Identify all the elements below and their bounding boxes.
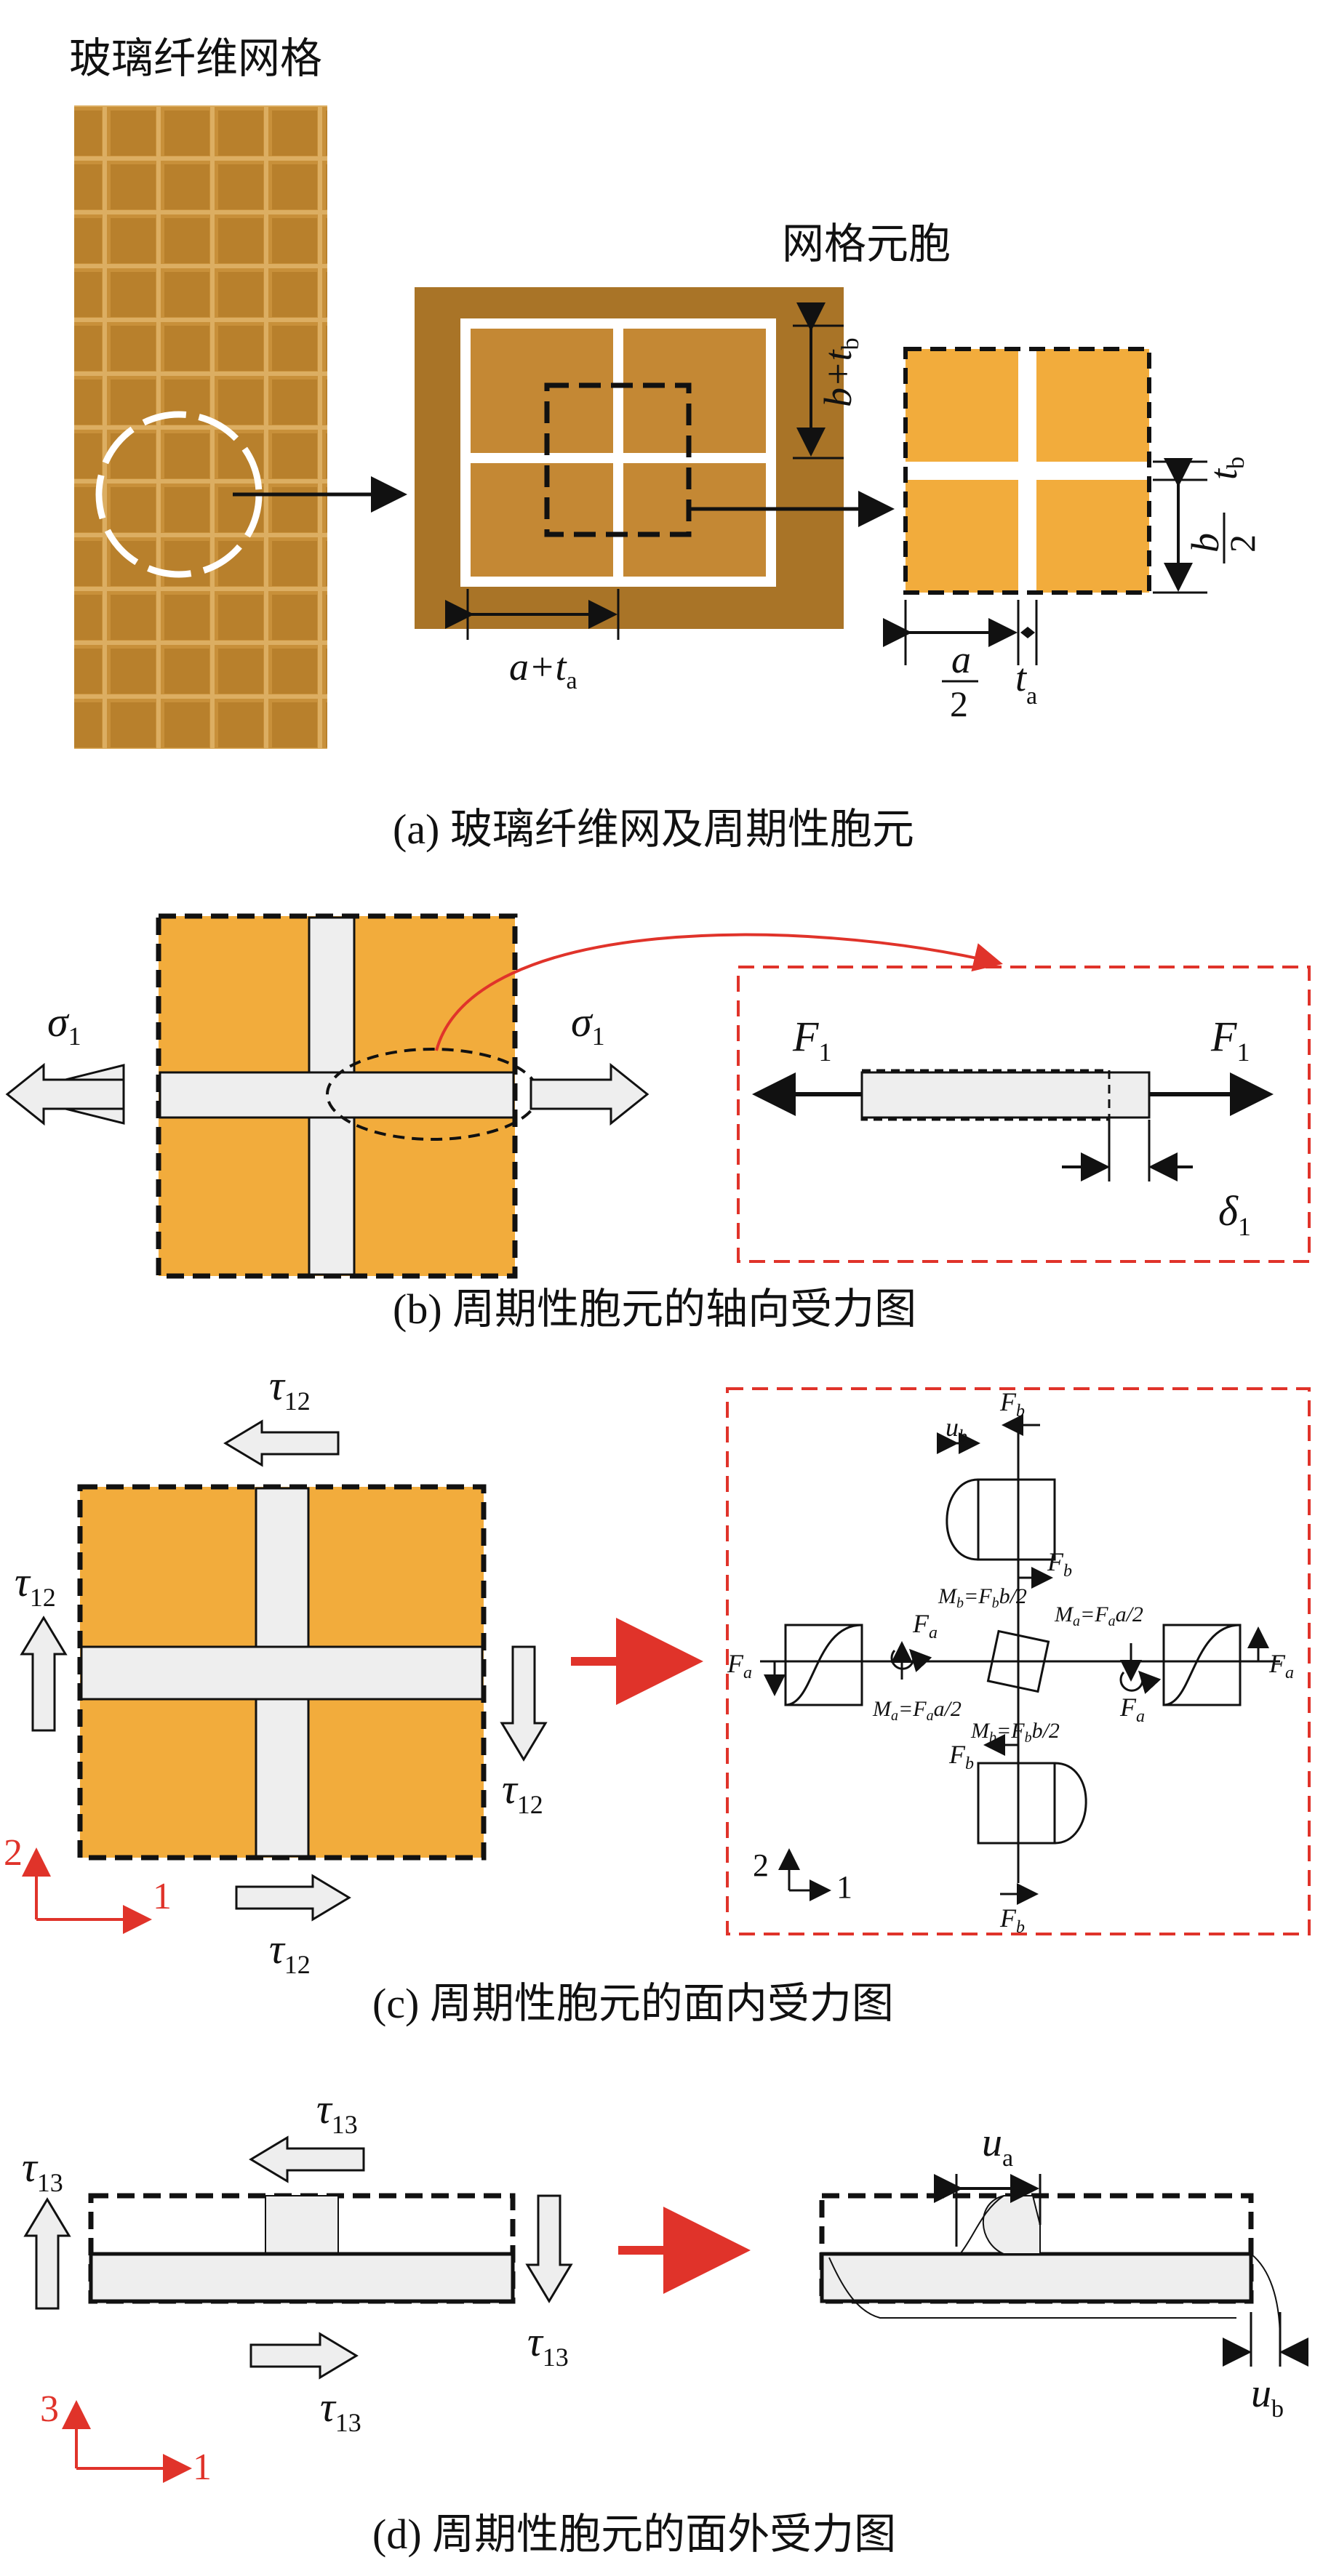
fa-left: Fa xyxy=(727,1649,752,1682)
label-mesh: 玻璃纤维网格 xyxy=(69,33,322,83)
force-f1-left: F1 xyxy=(792,1013,831,1067)
fb-top: Fb xyxy=(999,1387,1025,1421)
ua-label: ua xyxy=(982,2120,1013,2172)
fiberglass-mesh-photo xyxy=(74,105,327,749)
fa-right: Fa xyxy=(1268,1649,1294,1682)
tau13-top: τ13 xyxy=(316,2085,358,2139)
dim-b-half: b 2 xyxy=(1183,513,1263,563)
fb-lower-left: Fb xyxy=(948,1740,974,1773)
panel-c: τ12 τ12 τ12 τ12 2 1 xyxy=(4,1362,1311,2027)
svg-text:b: b xyxy=(1183,533,1227,553)
dim-ta: ta xyxy=(1015,656,1037,710)
panel-a: 玻璃纤维网格 网格元胞 b+tb a+ta tb xyxy=(69,33,1263,853)
panel-d: τ13 τ13 τ13 τ13 3 1 ua ub (d) 周期性胞元的面外受力… xyxy=(22,2085,1308,2558)
sigma-right: σ1 xyxy=(571,998,605,1051)
unit-cell-outline xyxy=(544,382,692,537)
tau13-arrow-right xyxy=(525,2194,573,2303)
sigma-left: σ1 xyxy=(47,998,81,1051)
free-body-diagram xyxy=(760,1414,1280,1905)
delta-label: δ1 xyxy=(1218,1187,1251,1241)
dim-a-ta: a+ta xyxy=(509,645,577,694)
dim-a-half: a 2 xyxy=(942,638,978,724)
tau-bottom: τ12 xyxy=(269,1925,311,1979)
sigma-arrow-right xyxy=(529,1062,649,1126)
detail-axis-1: 1 xyxy=(836,1869,852,1905)
tau13-arrow-top xyxy=(249,2135,365,2183)
moment-ma-upper: Ma=Faa/2 xyxy=(1054,1602,1143,1629)
label-cell: 网格元胞 xyxy=(782,219,951,268)
detail-box-b xyxy=(737,966,1311,1263)
dim-b-tb: b+tb xyxy=(816,338,864,407)
svg-text:2: 2 xyxy=(1222,534,1263,553)
deformed-strip xyxy=(820,2252,1253,2303)
dim-tb: tb xyxy=(1202,457,1250,480)
tau-top: τ12 xyxy=(269,1362,311,1416)
caption-a: (a) 玻璃纤维网及周期性胞元 xyxy=(393,806,914,853)
tau13-right: τ13 xyxy=(527,2318,569,2372)
sigma-arrow-left xyxy=(5,1062,125,1126)
tau13-bottom: τ13 xyxy=(320,2383,361,2437)
axis-2-label: 2 xyxy=(4,1832,23,1874)
caption-c: (c) 周期性胞元的面内受力图 xyxy=(372,1980,894,2027)
tau-arrow-top xyxy=(223,1419,340,1467)
tau-left: τ12 xyxy=(15,1558,56,1612)
fb-bottom: Fb xyxy=(999,1903,1025,1937)
tau13-left: τ13 xyxy=(22,2143,63,2197)
ub-label-d: ub xyxy=(1251,2371,1284,2423)
axis-3-label: 3 xyxy=(40,2388,59,2430)
moment-ma-lower: Ma=Faa/2 xyxy=(872,1697,962,1724)
tau-arrow-bottom xyxy=(235,1874,351,1922)
strip-element xyxy=(860,1071,1151,1119)
axis-1-label-d: 1 xyxy=(193,2447,212,2488)
moment-mb-upper: Mb=Fbb/2 xyxy=(938,1584,1027,1611)
caption-b: (b) 周期性胞元的轴向受力图 xyxy=(393,1285,916,1333)
force-f1-right: F1 xyxy=(1210,1013,1250,1067)
panel-b: σ1 σ1 F1 F1 δ1 (b) 周期性胞元的轴向受力图 xyxy=(5,913,1311,1333)
detail-box-c xyxy=(726,1387,1311,1935)
moment-mb-lower: Mb=Fbb/2 xyxy=(970,1719,1060,1746)
red-link-arrow xyxy=(435,933,1003,1051)
unit-cell-detail xyxy=(903,347,1151,595)
tau-right: τ12 xyxy=(502,1765,543,1819)
svg-text:a: a xyxy=(951,638,971,681)
tau-arrow-left xyxy=(20,1616,68,1732)
tau13-arrow-left xyxy=(23,2197,71,2310)
svg-text:2: 2 xyxy=(950,683,968,724)
caption-d: (d) 周期性胞元的面外受力图 xyxy=(372,2511,896,2558)
fa-lower-right: Fa xyxy=(1119,1693,1145,1726)
fa-upper-left: Fa xyxy=(912,1609,938,1642)
fb-upper-right: Fb xyxy=(1047,1547,1072,1581)
axis-1-label: 1 xyxy=(153,1876,172,1917)
tau-arrow-right xyxy=(500,1645,548,1762)
detail-axis-2: 2 xyxy=(753,1847,769,1883)
tau13-arrow-bottom xyxy=(249,2332,359,2380)
ub-label: ub xyxy=(946,1413,967,1446)
